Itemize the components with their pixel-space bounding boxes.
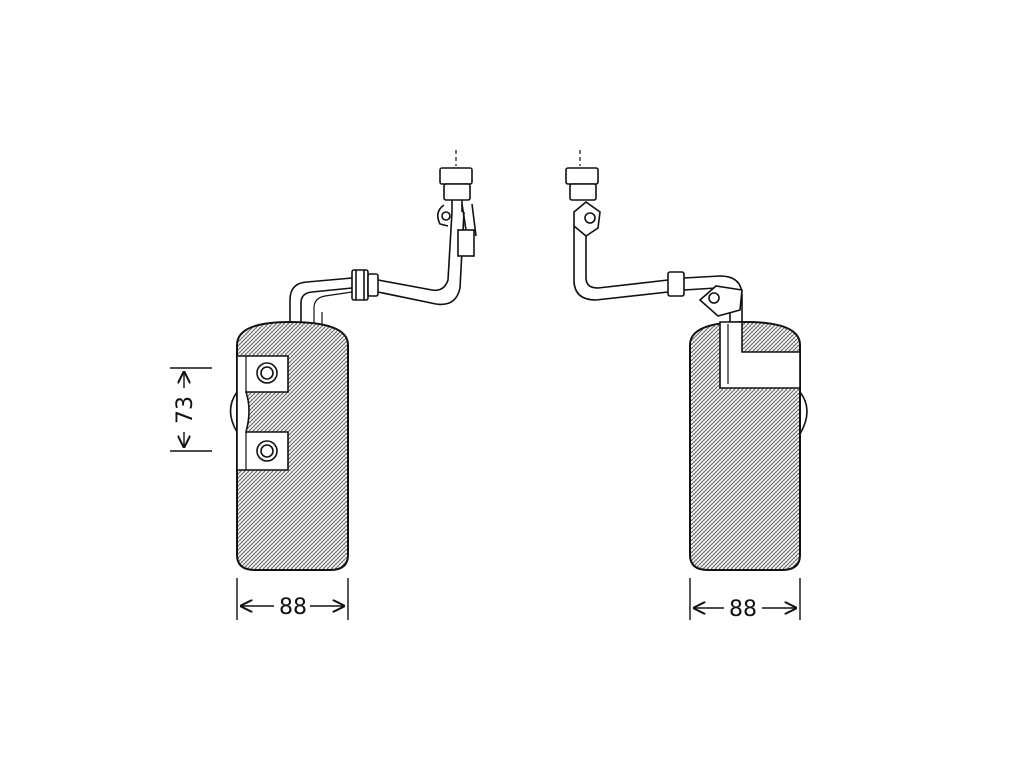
left-clamp-spacing-label: 73: [173, 396, 198, 424]
left-mounting-clamp: [229, 355, 289, 471]
right-clamp-strap: [719, 321, 808, 435]
left-width-label: 88: [279, 595, 307, 620]
right-width-dimension: [689, 578, 801, 620]
right-width-label: 88: [729, 597, 757, 622]
right-pipe: [565, 150, 743, 322]
left-pipe: [289, 150, 477, 324]
left-clamp-spacing-dimension: [170, 367, 212, 452]
left-width-dimension: [236, 578, 349, 620]
left-receiver-drier: [170, 150, 477, 620]
right-receiver-drier: [565, 150, 808, 620]
